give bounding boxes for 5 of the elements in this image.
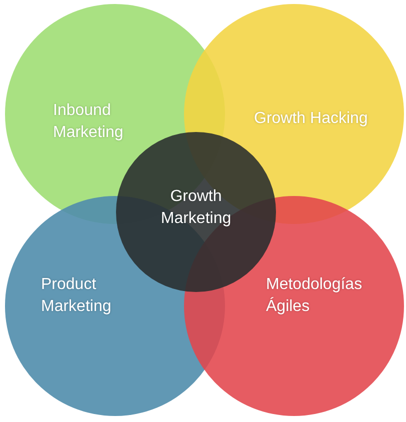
circle-label: Growth Hacking: [254, 109, 369, 129]
circle-label: Product Marketing: [41, 275, 112, 317]
circle-label: Inbound Marketing: [53, 101, 124, 143]
circle-label: Growth Marketing: [160, 187, 232, 229]
circle-label: Metodologías Ágiles: [266, 275, 364, 317]
